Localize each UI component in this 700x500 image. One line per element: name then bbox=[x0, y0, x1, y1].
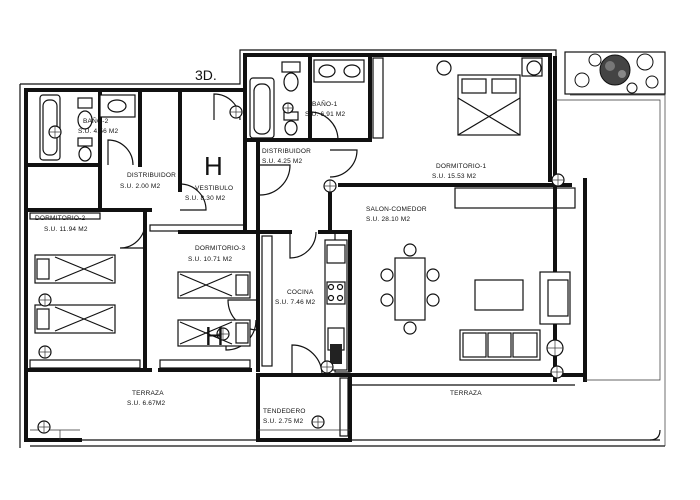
room-name-terraza-left: TERRAZA bbox=[132, 390, 164, 397]
interior-walls bbox=[24, 53, 587, 442]
room-area-bano-1: S.U. 6.91 M2 bbox=[305, 111, 346, 118]
salon-furniture bbox=[380, 243, 571, 361]
beds-dormitorio-2 bbox=[34, 254, 116, 334]
room-name-dormitorio-2: DORMITORIO-2 bbox=[35, 215, 85, 222]
double-bed-dormitorio-1 bbox=[436, 60, 542, 136]
light-fixture bbox=[38, 345, 52, 359]
room-area-salon-comedor: S.U. 28.10 M2 bbox=[366, 216, 410, 223]
room-name-dormitorio-1: DORMITORIO-1 bbox=[436, 163, 486, 170]
light-fixture bbox=[311, 415, 325, 429]
room-name-cocina: COCINA bbox=[287, 289, 314, 296]
light-fixture bbox=[216, 327, 230, 341]
room-area-dormitorio-2: S.U. 11.94 M2 bbox=[44, 226, 88, 233]
room-name-distribuidor-left: DISTRIBUIDOR bbox=[127, 172, 176, 179]
bathroom-1-fixtures bbox=[249, 59, 365, 139]
unit-code: 3D. bbox=[195, 67, 217, 83]
room-name-dormitorio-3: DORMITORIO-3 bbox=[195, 245, 245, 252]
planter-shrub-icon bbox=[564, 51, 666, 95]
room-name-terraza-right: TERRAZA bbox=[450, 390, 482, 397]
room-area-terraza-left: S.U. 6.67M2 bbox=[127, 400, 166, 407]
room-area-distribuidor-right: S.U. 4.25 M2 bbox=[262, 158, 303, 165]
light-fixture bbox=[229, 105, 243, 119]
light-fixture bbox=[546, 339, 564, 357]
room-name-tendedero: TENDEDERO bbox=[263, 408, 306, 415]
bathroom-2-fixtures bbox=[39, 94, 136, 162]
room-area-cocina: S.U. 7.46 M2 bbox=[275, 299, 316, 306]
light-fixture bbox=[37, 420, 51, 434]
core-mark-lower: H bbox=[205, 321, 224, 351]
light-fixture bbox=[551, 173, 565, 187]
room-area-vestibulo: S.U. 8.30 M2 bbox=[185, 195, 226, 202]
room-name-bano-1: BAÑO-1 bbox=[312, 99, 338, 108]
room-area-distribuidor-left: S.U. 2.00 M2 bbox=[120, 183, 161, 190]
room-area-dormitorio-1: S.U. 15.53 M2 bbox=[432, 173, 476, 180]
light-fixture bbox=[323, 179, 337, 193]
light-fixture bbox=[320, 360, 334, 374]
room-name-salon-comedor: SALON-COMEDOR bbox=[366, 206, 427, 213]
room-name-distribuidor-right: DISTRIBUIDOR bbox=[262, 148, 311, 155]
light-fixture bbox=[550, 365, 564, 379]
room-name-vestibulo: VESTIBULO bbox=[195, 185, 233, 192]
kitchen-fixtures bbox=[324, 239, 348, 371]
room-area-bano-2: S.U. 4.56 M2 bbox=[78, 128, 119, 135]
core-mark: H bbox=[204, 151, 223, 181]
light-fixture bbox=[48, 125, 62, 139]
light-fixtures bbox=[37, 102, 565, 434]
labels: 3D. H H BAÑO-2 S.U. 4.56 M2 BAÑO-1 S.U. … bbox=[35, 67, 486, 425]
room-name-bano-2: BAÑO-2 bbox=[83, 116, 109, 125]
light-fixture bbox=[38, 293, 52, 307]
beds-dormitorio-3 bbox=[177, 271, 251, 347]
terrace-railing bbox=[30, 94, 666, 447]
room-area-tendedero: S.U. 2.75 M2 bbox=[263, 418, 304, 425]
light-fixture bbox=[282, 102, 294, 114]
room-area-dormitorio-3: S.U. 10.71 M2 bbox=[188, 256, 232, 263]
